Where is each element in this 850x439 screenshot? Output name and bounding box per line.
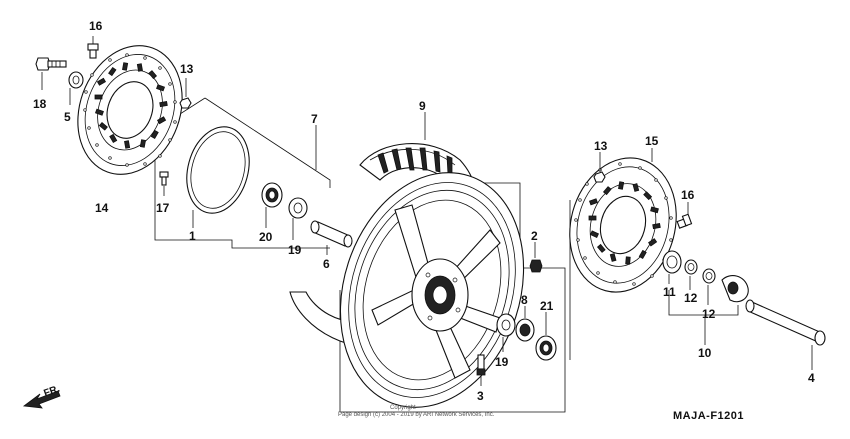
callout-5: 5 [64,110,71,124]
callout-3: 3 [477,389,484,403]
callout-17: 17 [156,201,170,215]
distance-collar-6 [310,220,353,255]
bearing-20 [261,182,283,228]
callout-12b: 12 [702,307,716,321]
nut-13-right [593,152,606,183]
callout-13-right: 13 [594,139,608,153]
tire-tread [377,147,453,177]
nut-13-left [179,78,192,109]
callout-14: 14 [95,201,109,215]
callout-6: 6 [323,257,330,271]
callouts: 16 18 5 13 14 17 1 20 19 6 7 9 2 8 21 19… [33,19,815,403]
callout-19-left: 19 [288,243,302,257]
wheel-rim-7 [315,125,525,408]
speedometer-gear-11 [662,250,682,284]
callout-16-left: 16 [89,19,103,33]
callout-4: 4 [808,371,815,385]
disc-bolt-top-left [87,36,99,59]
disc-holes-left [83,53,177,167]
callout-13-left: 13 [180,62,194,76]
speedometer-housing [668,275,749,345]
right-brake-disc [569,148,677,293]
air-valve-3 [476,354,486,386]
callout-7: 7 [311,112,318,126]
copyright-line2: Page design (c) 2004 - 2019 by ARI Netwo… [338,412,495,418]
bearing-21 [535,312,557,361]
pulser-ring-1 [186,126,250,228]
collar-5 [68,71,84,105]
left-brake-disc [77,45,183,175]
callout-1: 1 [189,229,196,243]
callout-15: 15 [645,134,659,148]
callout-11: 11 [663,285,676,299]
bearing-8 [515,306,535,342]
dust-seal-19-left [288,197,308,240]
front-direction-arrow: FR. [22,384,62,409]
callout-12a: 12 [684,291,698,305]
direction-label: FR. [42,384,61,400]
callout-9: 9 [419,99,426,113]
axle-bolt-18 [35,57,67,90]
callout-21: 21 [540,299,554,313]
callout-2: 2 [531,229,538,243]
diagram-code: MAJA-F1201 [673,410,744,422]
callout-8: 8 [521,293,528,307]
front-axle-4 [745,299,826,370]
bolt-17 [159,171,169,196]
callout-19-right: 19 [495,355,509,369]
disc-vents-left [94,62,168,149]
callout-20: 20 [259,230,273,244]
callout-18: 18 [33,97,47,111]
callout-16-right: 16 [681,188,695,202]
disc-vents-right [588,181,661,265]
copyright-line1: Copyright [390,405,416,411]
washer-12a [684,259,698,290]
washer-12b [702,268,716,305]
tire-9 [359,112,476,206]
dust-seal-19-right [496,313,516,352]
disc-bolt-right [676,202,693,229]
nut-2 [529,242,543,273]
callout-10: 10 [698,346,712,360]
